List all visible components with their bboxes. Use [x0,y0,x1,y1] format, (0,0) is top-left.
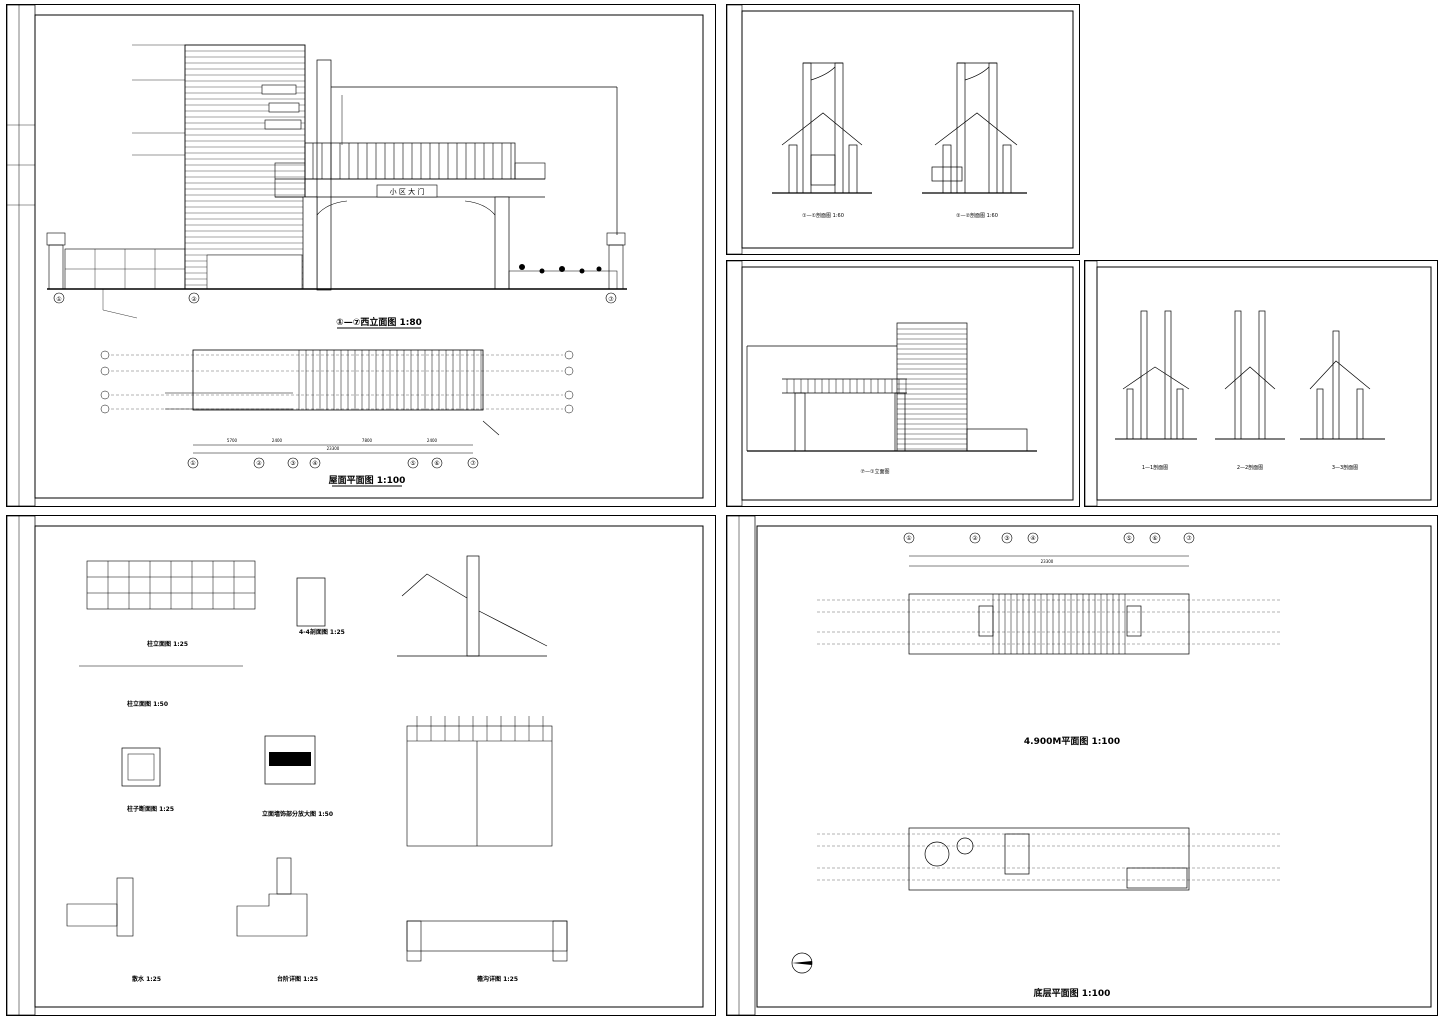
elevation-title: ①—⑦西立面图 1:80 [336,316,422,328]
detail-title: 柱子断面图 1:25 [127,805,174,813]
dimension-total: 23300 [327,446,340,451]
roof-axis-bubble-label: ③ [290,460,295,467]
drawing-sheet-east-elevation: ⑦—①立面图 [726,260,1080,507]
roof-axis-bubble [287,457,299,469]
section-drawing: ①—①剖面图 1:60 ②—②剖面图 1:60 [726,4,1074,255]
detail-title: 立面墙饰部分放大图 1:50 [262,810,333,818]
roof-axis-bubble-label: ② [256,460,262,467]
dimension-label: 2400 [272,438,283,443]
plan-axis-bubble [969,532,981,544]
detail-title: 柱立面图 1:25 [147,640,188,648]
details-drawing: 柱立面图 1:25 柱立面图 1:50 4-4剖面图 1:25 柱子断面图 1:… [6,515,704,1016]
plan-axis-bubble-label: ④ [1030,535,1035,542]
plan-axis-bubble-label: ② [972,535,978,542]
section-title-a: 1—1剖面图 [1142,464,1168,471]
plan-axis-bubble-label: ① [906,535,911,542]
dimension-label: 2400 [427,438,438,443]
plan-axis-bubble [903,532,915,544]
drawing-sheet-details: 柱立面图 1:25 柱立面图 1:50 4-4剖面图 1:25 柱子断面图 1:… [6,515,716,1016]
roof-axis-bubble [187,457,199,469]
plan-axis-bubble [1183,532,1195,544]
plan-axis-bubble-label: ⑦ [1186,535,1192,542]
section-title-b: 2—2剖面图 [1237,464,1263,471]
detail-title: 散水 1:25 [132,975,161,983]
lower-plan-title: 底层平面图 1:100 [1034,987,1111,999]
roof-axis-bubble-label: ⑥ [434,460,439,467]
roof-axis-bubble [309,457,321,469]
plan-axis-bubble-label: ⑥ [1152,535,1157,542]
dimension-total: 23300 [1041,559,1054,564]
drawing-sheet-plans: ① ② ③ ④ ⑤ ⑥ ⑦ 23300 4.900M平面图 1:100 底层平面图 1:10… [726,515,1438,1016]
elevation-drawing: 小 区 大 门 ① ② ⑦ ①—⑦西立面图 1:80 [6,4,704,507]
east-elevation-title: ⑦—①立面图 [861,468,890,475]
signboard-text: 小 区 大 门 [390,187,425,196]
detail-title: 4-4剖面图 1:25 [299,628,345,636]
roof-axis-bubble [431,457,443,469]
plan-axis-bubble [1001,532,1013,544]
roof-axis-bubble [467,457,479,469]
drawing-sheet-sections-right: 1—1剖面图 2—2剖面图 3—3剖面图 [1084,260,1438,507]
axis-label: ① [56,296,61,303]
roof-axis-bubble-label: ④ [312,460,317,467]
dimension-label: 5700 [227,438,238,443]
upper-plan-title: 4.900M平面图 1:100 [1024,736,1120,747]
roof-axis-bubble-label: ⑤ [410,460,415,467]
roof-plan-title: 屋面平面图 1:100 [329,475,406,486]
plan-axis-bubble [1027,532,1039,544]
roof-axis-bubble [253,457,265,469]
axis-label: ⑦ [608,296,614,303]
plans-drawing: ① ② ③ ④ ⑤ ⑥ ⑦ 23300 4.900M平面图 1:100 底层平面图 1:10… [726,515,1432,1016]
detail-title: 柱立面图 1:50 [127,700,168,708]
sections-right-drawing: 1—1剖面图 2—2剖面图 3—3剖面图 [1084,260,1432,507]
roof-axis-bubble-label: ⑦ [470,460,476,467]
detail-title: 檐沟详图 1:25 [477,975,518,983]
roof-plan: ① ② ③ ④ ⑤ ⑥ ⑦ 5700 2400 7800 2400 23300 [100,349,574,469]
east-elevation-drawing: ⑦—①立面图 [726,260,1074,507]
section-title-c: 3—3剖面图 [1332,464,1358,471]
drawing-sheet-sections-top: ①—①剖面图 1:60 ②—②剖面图 1:60 [726,4,1080,255]
drawing-sheet-elevation: 小 区 大 门 ① ② ⑦ ①—⑦西立面图 1:80 [6,4,716,507]
section-title-right: ②—②剖面图 1:60 [956,212,998,219]
roof-axis-bubble-label: ① [190,460,195,467]
section-title-left: ①—①剖面图 1:60 [802,212,844,219]
plan-axis-bubble-label: ③ [1004,535,1009,542]
dimension-label: 7800 [362,438,373,443]
plan-axis-bubble [1149,532,1161,544]
plan-axis-bubble-label: ⑤ [1126,535,1131,542]
axis-label: ② [191,296,197,303]
roof-axis-bubble [407,457,419,469]
plan-axis-bubble [1123,532,1135,544]
detail-title: 台阶详图 1:25 [277,975,318,983]
